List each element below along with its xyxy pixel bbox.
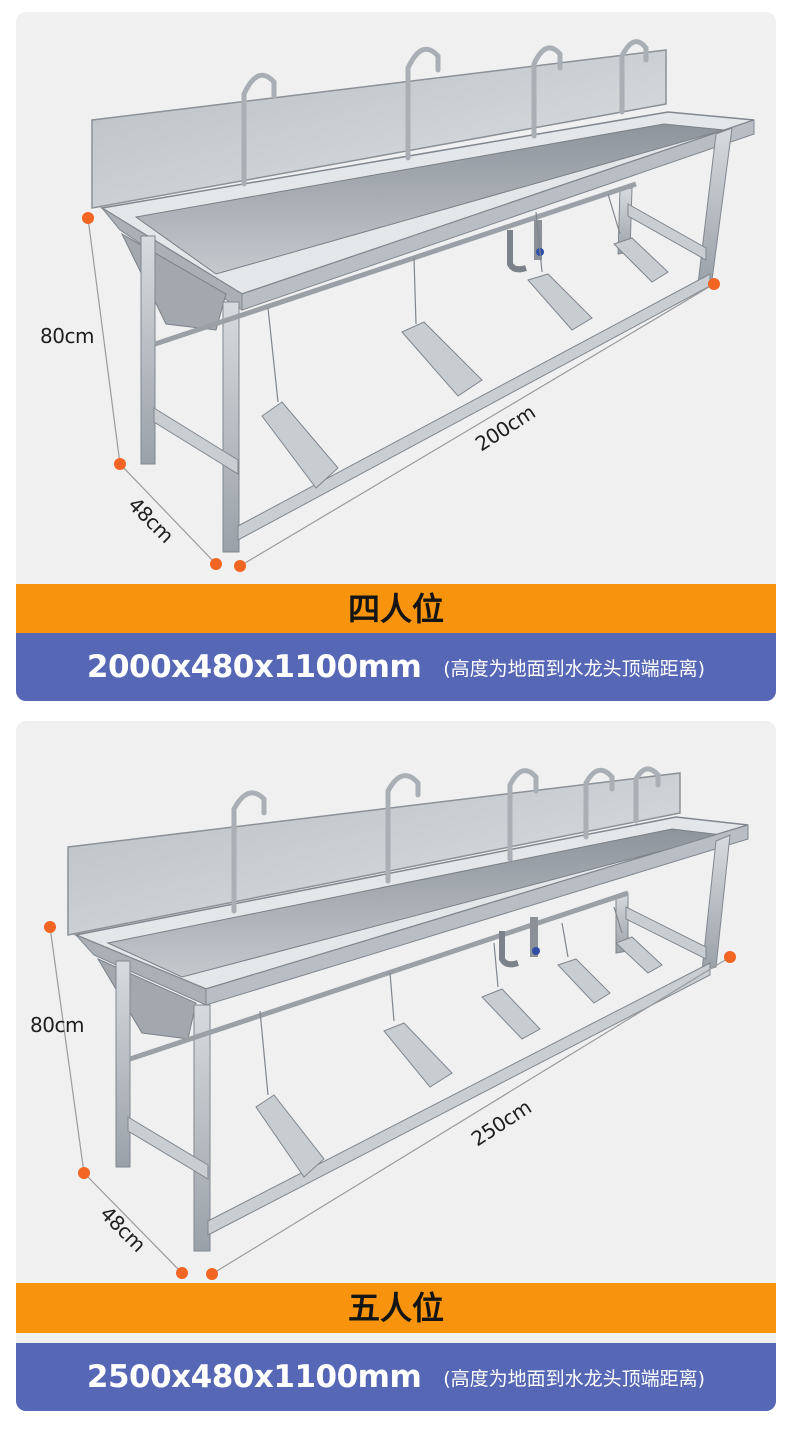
spec-bar: 2500x480x1100mm (高度为地面到水龙头顶端距离)	[16, 1343, 776, 1411]
dimension-lines	[49, 926, 731, 1275]
backsplash	[91, 49, 667, 209]
backsplash	[67, 772, 681, 936]
dimension-dots	[82, 212, 720, 572]
seat-count-title: 四人位	[16, 584, 776, 634]
product-card-five-seat: 80cm 48cm 250cm 五人位 2500x480x1100mm (高度为…	[16, 721, 776, 1411]
sink-illustration-four-seat	[82, 39, 755, 572]
faucet-row	[241, 39, 649, 187]
seat-count-title: 五人位	[16, 1283, 776, 1333]
dimension-lines	[87, 217, 715, 567]
dimensions-text: 2500x480x1100mm	[86, 1359, 422, 1395]
height-note: (高度为地面到水龙头顶端距离)	[443, 1367, 706, 1390]
foot-pedals	[261, 193, 669, 489]
height-dimension-label: 80cm	[40, 324, 94, 348]
faucet-row	[231, 766, 661, 914]
spec-bar: 2000x480x1100mm (高度为地面到水龙头顶端距离)	[16, 633, 776, 701]
dimensions-text: 2000x480x1100mm	[86, 649, 422, 685]
dimension-dots	[44, 921, 736, 1280]
height-note: (高度为地面到水龙头顶端距离)	[443, 657, 706, 680]
bottom-rail-front	[207, 962, 711, 1236]
bottom-rail-front	[237, 273, 711, 541]
height-dimension-label: 80cm	[30, 1013, 84, 1037]
product-card-four-seat: 80cm 48cm 200cm 四人位 2000x480x1100mm (高度为…	[16, 12, 776, 701]
sink-illustration-five-seat	[44, 766, 749, 1280]
foot-pedals	[255, 906, 663, 1178]
